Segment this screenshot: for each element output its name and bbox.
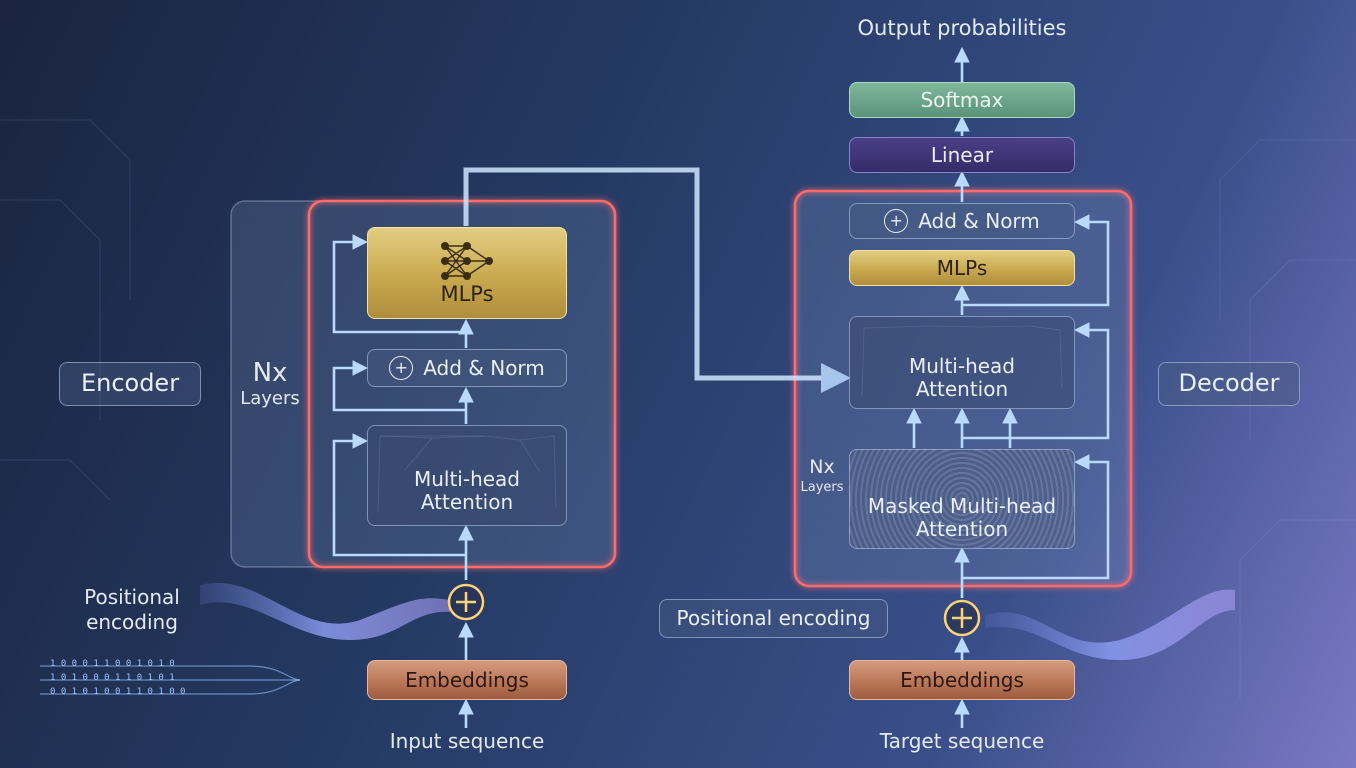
decoder-output-label: Output probabilities <box>857 16 1067 40</box>
decoder-mlps-block: MLPs <box>849 250 1075 286</box>
decoder-attention-block: Multi-head Attention <box>849 316 1075 409</box>
decoder-softmax-block: Softmax <box>849 82 1075 118</box>
add-circle-icon: + <box>389 356 414 380</box>
encoder-highlight-frame <box>307 199 617 569</box>
neural-network-icon <box>441 241 493 280</box>
encoder-add-norm-block: + Add & Norm <box>367 349 567 387</box>
decoder-positional-ribbon <box>985 589 1235 660</box>
decoder-target-label: Target sequence <box>879 729 1045 753</box>
binary-row-1: 1 0 0 0 1 1 0 0 1 0 1 0 <box>50 659 175 669</box>
encoder-nx-label: Nx <box>252 358 288 388</box>
decoder-add-norm-block: + Add & Norm <box>849 203 1075 239</box>
binary-row-2: 1 0 1 0 0 0 1 1 0 1 0 1 <box>50 673 175 683</box>
decoder-layers-label: Layers <box>800 480 844 495</box>
encoder-embeddings-block: Embeddings <box>367 660 567 700</box>
input-data-stream <box>40 665 301 695</box>
encoder-input-label: Input sequence <box>389 729 545 753</box>
decoder-add-operator <box>943 599 981 637</box>
encoder-add-norm-text: Add & Norm <box>423 355 545 380</box>
encoder-add-operator <box>447 583 485 621</box>
add-circle-icon: + <box>884 209 909 233</box>
circuit-background <box>0 119 1356 700</box>
decoder-positional-encoding-label: Positional encoding <box>659 599 888 638</box>
encoder-positional-ribbon <box>200 582 450 640</box>
decoder-linear-block: Linear <box>849 137 1075 173</box>
encoder-mlps-text: MLPs <box>440 281 494 306</box>
decoder-add-norm-text: Add & Norm <box>918 208 1040 233</box>
encoder-mlps-block: MLPs <box>367 227 567 319</box>
decoder-nx-label: Nx <box>809 456 835 478</box>
encoder-attention-block: Multi-head Attention <box>367 425 567 526</box>
encoder-layers-label: Layers <box>240 388 300 409</box>
encoder-label: Encoder <box>59 362 201 406</box>
decoder-label: Decoder <box>1158 362 1300 406</box>
decoder-masked-attention-block: Masked Multi-head Attention <box>849 449 1075 549</box>
encoder-positional-encoding-label: Positional encoding <box>84 585 180 634</box>
decoder-embeddings-block: Embeddings <box>849 660 1075 700</box>
flow-arrows <box>332 46 1110 728</box>
binary-row-3: 0 0 1 0 1 0 0 1 1 0 1 0 0 <box>50 687 186 697</box>
